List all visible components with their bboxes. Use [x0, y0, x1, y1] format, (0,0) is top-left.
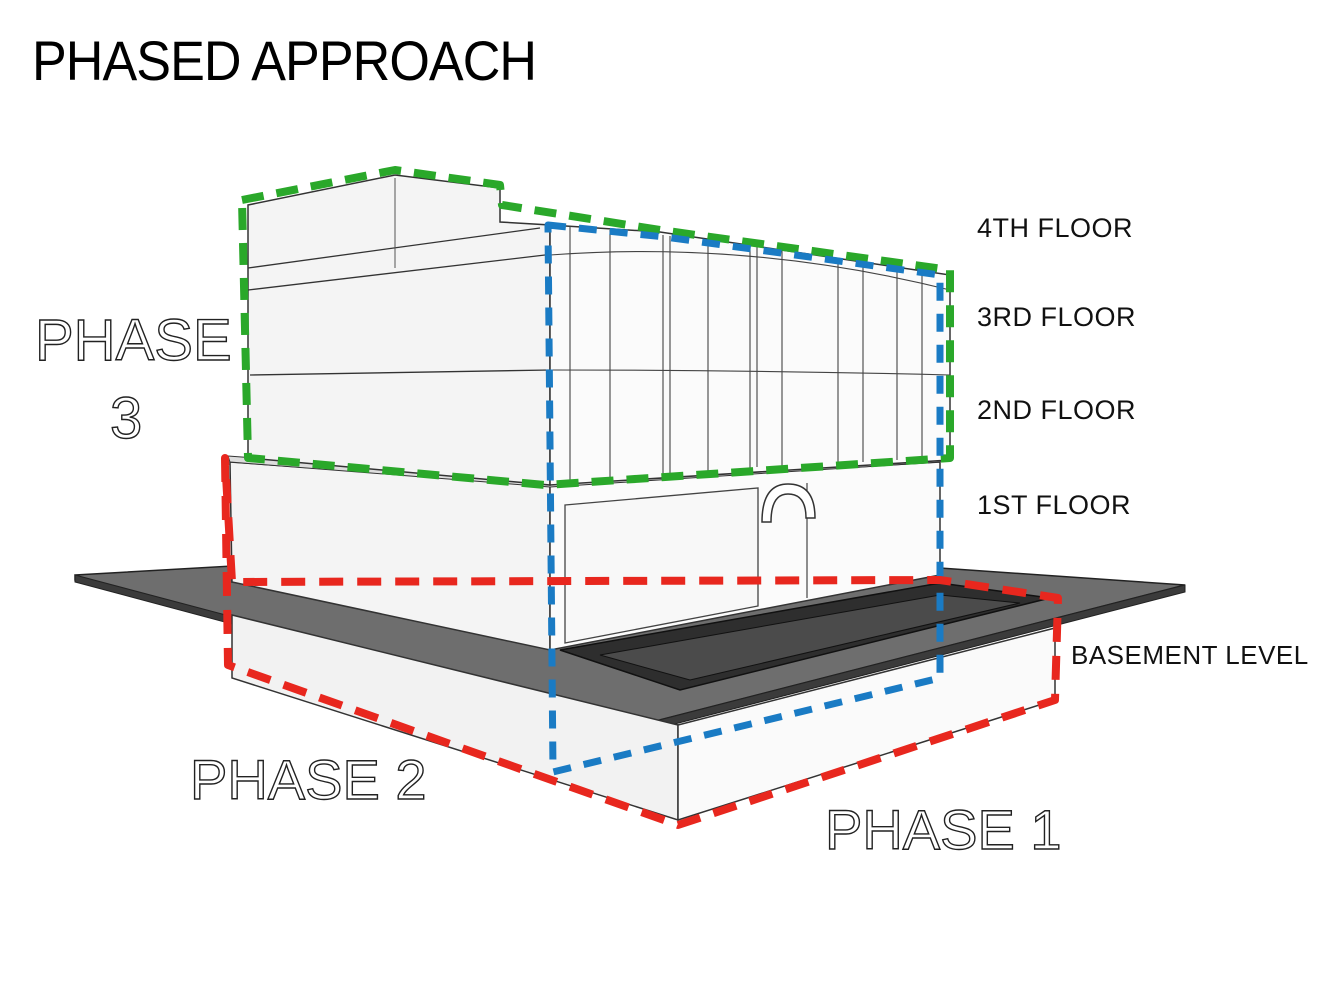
floor-line-3 — [247, 254, 546, 291]
courtyard-floor — [599, 594, 1021, 681]
phase2-outline — [544, 221, 944, 776]
label-basement: BASEMENT LEVEL — [1071, 640, 1309, 670]
label-4th-floor: 4TH FLOOR — [977, 213, 1134, 243]
phase1-label: PHASE 1 — [824, 798, 1062, 861]
upper-left-face — [247, 174, 551, 486]
floor-line-4 — [247, 227, 541, 269]
label-1st-floor: 1ST FLOOR — [977, 490, 1132, 520]
label-3rd-floor: 3RD FLOOR — [977, 302, 1137, 332]
storefront-recess — [564, 487, 759, 644]
label-2nd-floor: 2ND FLOOR — [977, 395, 1137, 425]
arch-entry — [761, 483, 816, 523]
phase1-outline — [221, 454, 1062, 829]
floor-line-2 — [249, 369, 551, 376]
page-title: PHASED APPROACH — [32, 29, 537, 92]
phase3-label-line1: PHASE — [34, 308, 232, 373]
window-bays — [549, 226, 951, 482]
phase3-outline — [238, 166, 954, 489]
phase2-label: PHASE 2 — [189, 748, 427, 811]
phase3-label-line2: 3 — [109, 386, 143, 451]
